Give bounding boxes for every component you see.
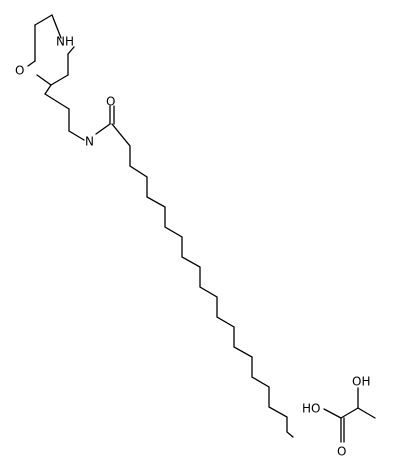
bond bbox=[357, 407, 376, 419]
bond bbox=[323, 408, 342, 419]
bond bbox=[340, 407, 359, 419]
propyl-linker bbox=[44, 84, 85, 141]
lactic-acid: HO OH O bbox=[302, 375, 376, 459]
alpha-hydroxyl-label: OH bbox=[352, 375, 370, 389]
bond bbox=[95, 123, 111, 135]
bond bbox=[50, 74, 69, 86]
bond bbox=[68, 130, 85, 141]
amide-group: N O bbox=[85, 95, 115, 149]
bond bbox=[44, 93, 70, 110]
ring-oxygen-label: O bbox=[15, 64, 24, 78]
bond bbox=[34, 14, 53, 26]
carbonyl-oxygen-label: O bbox=[106, 95, 115, 109]
amide-nitrogen-label: N bbox=[85, 135, 94, 149]
bond bbox=[36, 74, 52, 86]
bond bbox=[44, 84, 52, 95]
acid-hydroxyl-label: HO bbox=[302, 402, 320, 416]
bond bbox=[27, 60, 36, 67]
alkyl-chain bbox=[111, 123, 294, 438]
acid-carbonyl-oxygen-label: O bbox=[337, 445, 346, 459]
ring-nh-label: NH bbox=[56, 35, 74, 49]
bond bbox=[51, 14, 62, 39]
bond bbox=[67, 46, 75, 55]
alkyl-chain-bonds bbox=[111, 123, 294, 438]
morpholine-ring: O NH bbox=[15, 14, 75, 86]
